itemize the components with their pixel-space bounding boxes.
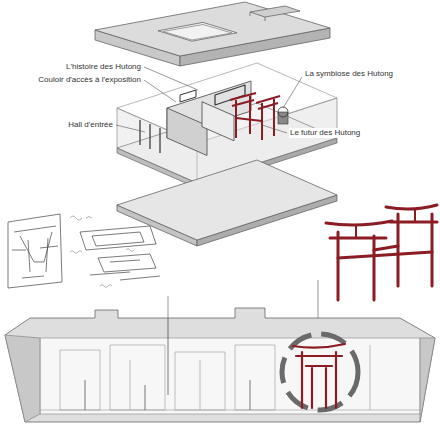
part-label: Couloir d'accès à l'exposition [37, 75, 142, 85]
leader-lines [116, 67, 302, 133]
roof-lid [95, 2, 330, 66]
part-label: La symbiose des Hutong [304, 69, 394, 79]
part-label: Hall d'entrée [67, 120, 114, 130]
building-section [5, 280, 435, 422]
base-slab [117, 160, 337, 246]
concept-sketch [8, 214, 160, 288]
part-label: Le futur des Hutong [289, 128, 361, 138]
timber-frame [326, 205, 437, 300]
part-label: L'histoire des Hutong [65, 62, 142, 72]
